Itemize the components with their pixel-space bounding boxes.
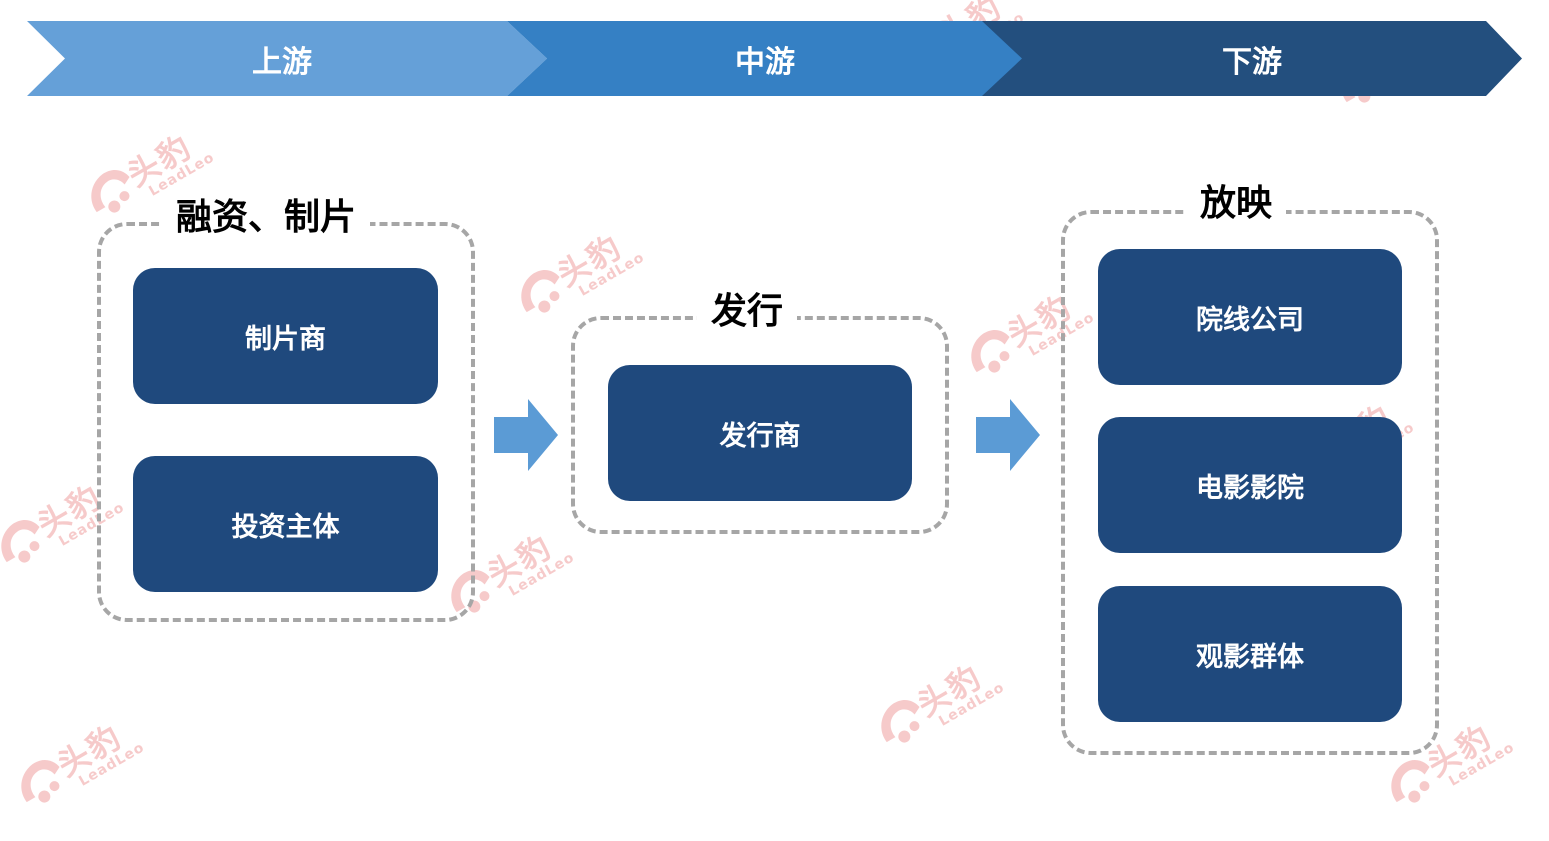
leopard-logo-icon	[21, 759, 60, 803]
stage-upstream-header: 上游	[27, 21, 547, 96]
stage-midstream-label: 中游	[735, 44, 795, 80]
watermark-cn: 头豹	[50, 717, 129, 785]
node-audience-label: 观影群体	[1196, 641, 1304, 673]
leopard-logo-icon	[881, 699, 920, 743]
watermark-cn: 头豹	[910, 657, 989, 725]
stage-downstream-header: 下游	[982, 21, 1522, 96]
node-movie-theater: 电影影院	[1098, 417, 1402, 553]
stage-midstream-header: 中游	[507, 21, 1023, 96]
watermark-en: LeadLeo	[1446, 739, 1518, 790]
leopard-logo-icon	[521, 269, 560, 313]
watermark-en: LeadLeo	[506, 549, 578, 600]
watermark: 头豹 LeadLeo	[0, 689, 172, 841]
node-distributor: 发行商	[608, 365, 912, 501]
watermark-cn: 头豹	[480, 527, 559, 595]
node-cinema-chain: 院线公司	[1098, 249, 1402, 385]
watermark: 头豹 LeadLeo	[858, 629, 1033, 782]
node-producer-label: 制片商	[245, 323, 326, 355]
watermark-cn: 头豹	[550, 227, 629, 295]
node-audience: 观影群体	[1098, 586, 1402, 722]
watermark-en: LeadLeo	[576, 249, 648, 300]
flow-arrow-right-icon	[494, 399, 558, 471]
stage-downstream-label: 下游	[1222, 44, 1282, 80]
stage-upstream-label: 上游	[252, 44, 312, 80]
node-investor: 投资主体	[133, 456, 438, 592]
node-cinema-chain-label: 院线公司	[1196, 304, 1304, 336]
leopard-logo-icon	[91, 169, 130, 213]
flow-arrow-right-icon	[976, 399, 1040, 471]
watermark-en: LeadLeo	[936, 679, 1008, 730]
node-producer: 制片商	[133, 268, 438, 404]
leopard-logo-icon	[971, 329, 1010, 373]
group-downstream-title: 放映	[1186, 182, 1287, 226]
watermark-cn: 头豹	[120, 127, 199, 195]
node-distributor-label: 发行商	[719, 420, 801, 452]
leopard-logo-icon	[1, 519, 40, 563]
node-investor-label: 投资主体	[231, 511, 340, 543]
watermark-en: LeadLeo	[146, 149, 218, 200]
node-movie-theater-label: 电影影院	[1196, 472, 1304, 504]
watermark-en: LeadLeo	[76, 739, 148, 790]
group-midstream-title: 发行	[697, 290, 798, 334]
group-upstream-title: 融资、制片	[162, 196, 371, 240]
